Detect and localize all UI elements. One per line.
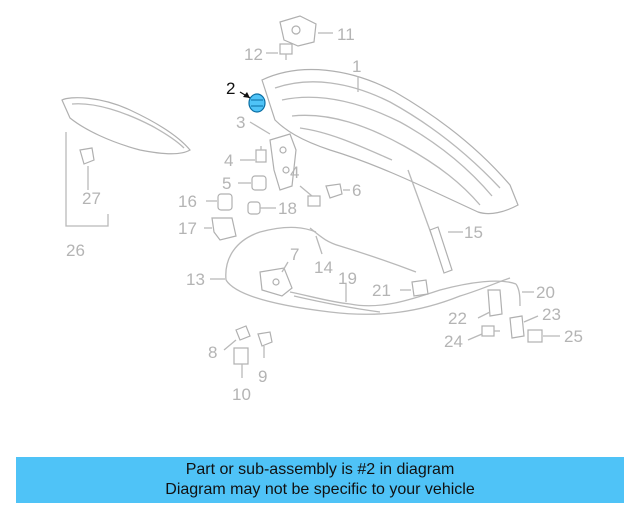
callout-9: 9: [258, 367, 267, 386]
callout-25: 25: [564, 327, 583, 346]
latch-7: [259, 267, 293, 297]
release-handle-22: [487, 289, 503, 317]
screw-9: [257, 331, 273, 358]
callout-20: 20: [536, 283, 555, 302]
clip-21: [411, 279, 429, 297]
info-banner: Part or sub-assembly is #2 in diagram Di…: [16, 457, 624, 503]
bolt-12: [279, 43, 293, 60]
callout-4: 4: [224, 151, 233, 170]
bumper-16: [217, 193, 233, 211]
clip-6: [325, 183, 343, 199]
callout-22: 22: [448, 309, 467, 328]
bolt-4: [255, 146, 267, 163]
banner-line-part: Part or sub-assembly is #2 in diagram: [185, 461, 455, 478]
seal-13: [225, 226, 317, 281]
banner-line-disclaimer: Diagram may not be specific to your vehi…: [165, 481, 475, 498]
callout-5: 5: [222, 174, 231, 193]
callout-26: 26: [66, 241, 85, 260]
parts-diagram: 11 12 1 2 3 4 4 5 6 16 18 17 15 27 26 7 …: [61, 15, 583, 404]
hood-bumper-part-2: [248, 93, 266, 113]
bracket-17: [211, 217, 237, 241]
clip-18: [247, 201, 261, 215]
callout-4b: 4: [290, 163, 299, 182]
callout-10: 10: [232, 385, 251, 404]
release-cable: [289, 280, 517, 307]
clip-27: [79, 147, 95, 165]
callout-24: 24: [444, 332, 463, 351]
nut-10: [233, 347, 249, 365]
support-rod-14: [309, 227, 417, 273]
bumper-5: [251, 175, 267, 191]
callout-7: 7: [290, 245, 299, 264]
callout-8: 8: [208, 343, 217, 362]
bolt-8: [235, 325, 251, 341]
callout-16: 16: [178, 192, 197, 211]
callout-14: 14: [314, 258, 333, 277]
callout-15: 15: [464, 223, 483, 242]
hood-panel: [261, 68, 519, 215]
callout-13: 13: [186, 270, 205, 289]
hinge-bracket-3: [269, 133, 297, 191]
bolt-24: [481, 325, 500, 337]
clip-25: [527, 329, 543, 343]
hood-strut-15: [407, 169, 453, 274]
callout-11: 11: [337, 25, 355, 44]
callout-12: 12: [244, 45, 263, 64]
callout-23: 23: [542, 305, 561, 324]
bracket-23: [509, 315, 525, 339]
callout-21: 21: [372, 281, 391, 300]
bolt-4b: [307, 195, 321, 207]
callout-27: 27: [82, 189, 101, 208]
callout-18: 18: [278, 199, 297, 218]
callout-17: 17: [178, 219, 197, 238]
callout-19: 19: [338, 269, 357, 288]
callout-3: 3: [236, 113, 245, 132]
callout-6: 6: [352, 181, 361, 200]
hood-insulator: [61, 97, 191, 155]
callout-2: 2: [226, 79, 235, 98]
hinge-11: [279, 15, 317, 47]
callout-1: 1: [352, 57, 361, 76]
